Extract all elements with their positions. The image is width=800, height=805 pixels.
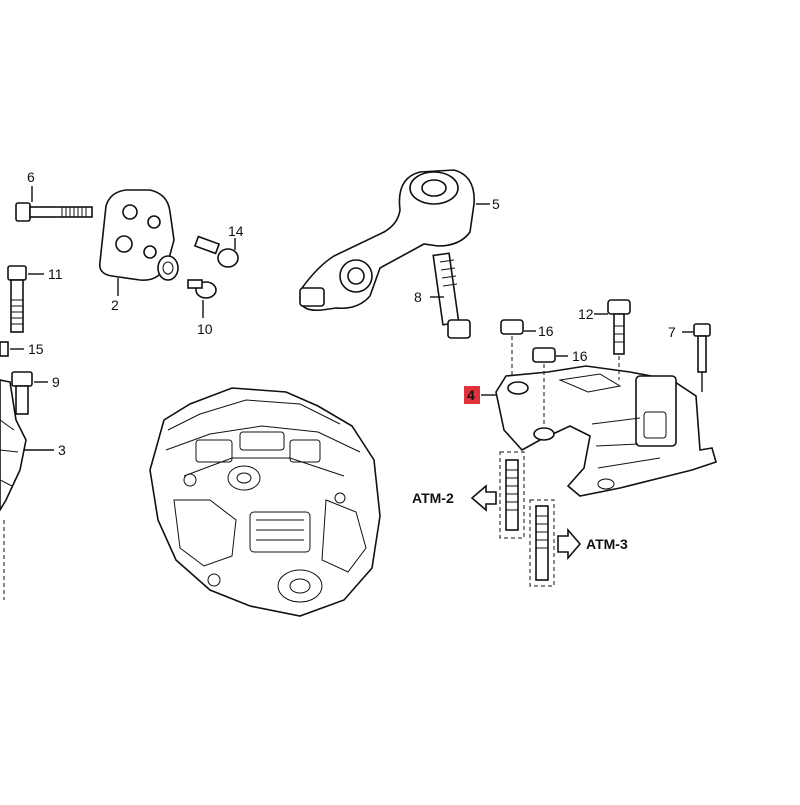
callout-15: 15 (28, 341, 44, 357)
callout-4-highlight (464, 386, 480, 404)
bolt-11 (7, 265, 44, 333)
arrow-atm2 (470, 484, 497, 512)
bolt-12 (594, 299, 631, 380)
callout-9: 9 (52, 374, 60, 390)
bracket-2 (98, 189, 179, 296)
torque-rod-5 (299, 169, 490, 312)
bolt-16b (532, 347, 568, 426)
stud-atm3 (529, 499, 555, 587)
callout-10: 10 (197, 321, 213, 337)
callout-5: 5 (492, 196, 500, 212)
callout-7: 7 (668, 324, 676, 340)
bolt-16a (500, 319, 536, 376)
bolt-10 (187, 279, 217, 318)
callout-3: 3 (58, 442, 66, 458)
callout-4: 4 (467, 387, 475, 403)
callout-11: 11 (48, 266, 63, 282)
callout-14: 14 (228, 223, 244, 239)
bolt-7 (682, 323, 711, 392)
stud-atm2 (499, 451, 525, 539)
callout-12: 12 (578, 306, 594, 322)
mount-4 (495, 365, 717, 497)
callout-2: 2 (111, 297, 119, 313)
callout-6: 6 (27, 169, 35, 185)
callout-16a: 16 (538, 323, 554, 339)
engine-assembly (149, 387, 381, 617)
callout-8: 8 (414, 289, 422, 305)
bolt-8 (430, 252, 471, 339)
bolt-6 (15, 186, 93, 222)
bolt-14 (193, 235, 239, 268)
arrow-atm3 (557, 527, 582, 561)
ref-atm3: ATM-3 (586, 536, 628, 552)
left-assembly (0, 341, 54, 600)
callout-16b: 16 (572, 348, 588, 364)
ref-atm2: ATM-2 (412, 490, 454, 506)
